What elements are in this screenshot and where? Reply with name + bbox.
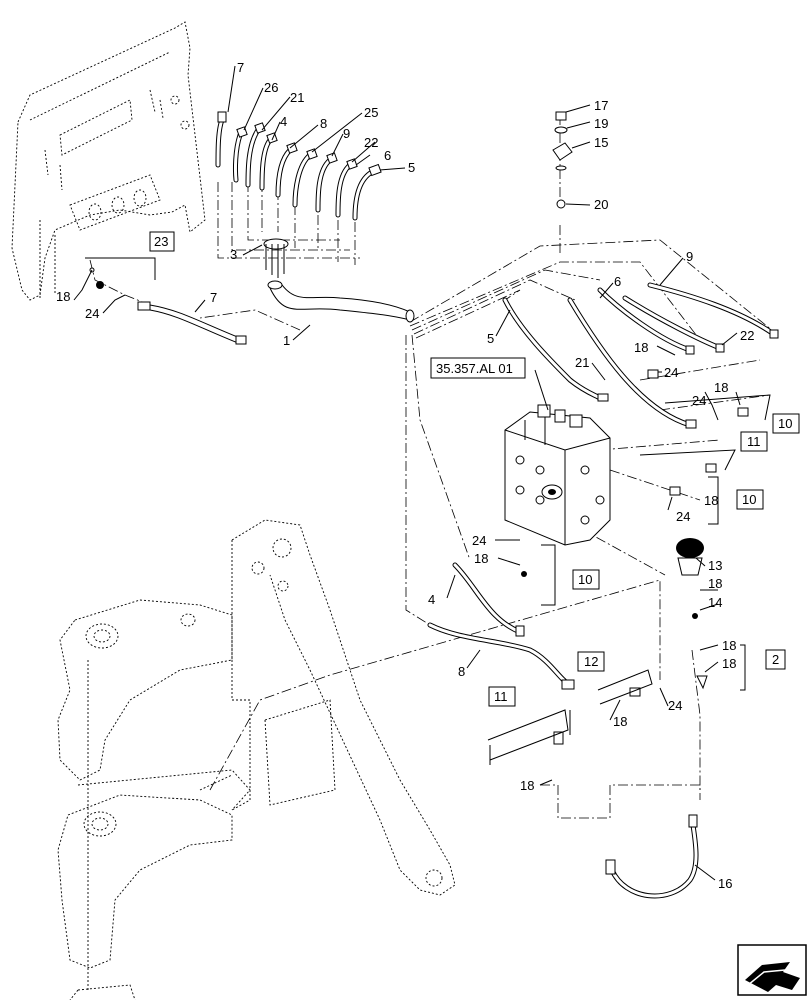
callout-6-right: 6 <box>614 274 621 289</box>
callout-13: 13 <box>708 558 722 573</box>
callout-24-valve: 24 <box>472 533 486 548</box>
hoses <box>149 117 778 899</box>
callout-18-mid: 18 <box>634 340 648 355</box>
loader-frame <box>57 519 456 1000</box>
callout-24-right-b: 24 <box>676 509 690 524</box>
callout-9-top: 9 <box>343 126 350 141</box>
callout-18-bottom-a: 18 <box>613 714 627 729</box>
control-valve <box>504 404 611 546</box>
reference-boxes: 23 10 11 10 10 12 2 11 35.357.AL 01 <box>149 231 800 707</box>
callout-24-bottom: 24 <box>668 698 682 713</box>
ref-box-23: 23 <box>154 234 168 249</box>
callout-18-valve: 18 <box>474 551 488 566</box>
callout-18-acc-b: 18 <box>722 638 736 653</box>
fittings <box>89 111 779 875</box>
callout-labels: 7 26 21 4 25 8 9 22 6 5 3 18 24 7 1 17 1… <box>56 60 754 891</box>
callout-5-top: 5 <box>408 160 415 175</box>
callout-25: 25 <box>364 105 378 120</box>
callout-22-top: 22 <box>364 135 378 150</box>
ref-box-10-a: 10 <box>778 416 792 431</box>
callout-4-top: 4 <box>280 114 287 129</box>
ref-box-12: 12 <box>584 654 598 669</box>
callout-8-top: 8 <box>320 116 327 131</box>
callout-21-mid: 21 <box>575 355 589 370</box>
callout-18-bottom-b: 18 <box>520 778 534 793</box>
callout-15: 15 <box>594 135 608 150</box>
ref-box-35-357: 35.357.AL 01 <box>436 361 513 376</box>
bracket-lines <box>85 257 771 765</box>
callout-6-top: 6 <box>384 148 391 163</box>
next-page-arrow-icon[interactable] <box>737 944 807 996</box>
ref-box-10-c: 10 <box>578 572 592 587</box>
callout-22-right: 22 <box>740 328 754 343</box>
ref-box-11-a: 11 <box>747 434 761 449</box>
callout-20: 20 <box>594 197 608 212</box>
callout-7-bottom: 7 <box>210 290 217 305</box>
callout-26: 26 <box>264 80 278 95</box>
callout-16: 16 <box>718 876 732 891</box>
routing-lines <box>89 115 779 819</box>
callout-18-acc-a: 18 <box>708 576 722 591</box>
callout-18-right-b: 18 <box>704 493 718 508</box>
hose-1 <box>269 287 411 321</box>
ref-box-11-b: 11 <box>494 689 508 704</box>
frame-plate <box>11 21 206 301</box>
callout-18-acc-c: 18 <box>722 656 736 671</box>
callout-24-left: 24 <box>85 306 99 321</box>
ref-box-2: 2 <box>772 652 779 667</box>
callout-1: 1 <box>283 333 290 348</box>
callout-5-right: 5 <box>487 331 494 346</box>
callout-18-left: 18 <box>56 289 70 304</box>
callout-8-bottom: 8 <box>458 664 465 679</box>
callout-14: 14 <box>708 595 722 610</box>
callout-21: 21 <box>290 90 304 105</box>
ref-box-10-b: 10 <box>742 492 756 507</box>
callout-24-right-a: 24 <box>692 393 706 408</box>
callout-17: 17 <box>594 98 608 113</box>
callout-9-right: 9 <box>686 249 693 264</box>
callout-19: 19 <box>594 116 608 131</box>
callout-3: 3 <box>230 247 237 262</box>
callout-24-mid: 24 <box>664 365 678 380</box>
callout-7-top: 7 <box>237 60 244 75</box>
callout-4-bottom: 4 <box>428 592 435 607</box>
callout-18-right-a: 18 <box>714 380 728 395</box>
leader-lines <box>73 65 741 881</box>
